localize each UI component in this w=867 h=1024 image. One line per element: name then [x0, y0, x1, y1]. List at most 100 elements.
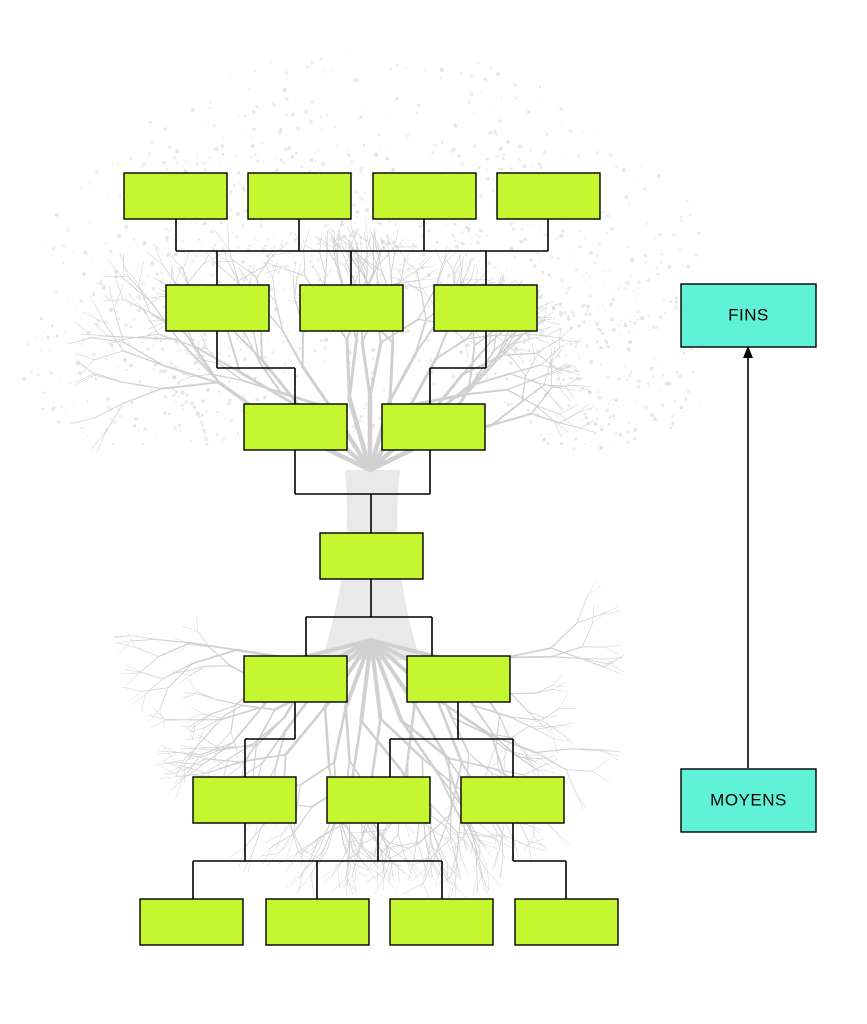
foliage-speck	[72, 401, 75, 404]
foliage-speck	[360, 166, 364, 170]
root-branch	[365, 864, 383, 877]
root-branch	[449, 802, 452, 840]
canopy-branch	[390, 251, 396, 275]
foliage-speck	[291, 311, 294, 314]
foliage-speck	[295, 360, 298, 363]
foliage-speck	[643, 188, 646, 191]
foliage-speck	[365, 208, 370, 212]
foliage-speck	[222, 158, 224, 160]
foliage-speck	[466, 169, 469, 172]
canopy-branch	[77, 360, 95, 376]
foliage-speck	[578, 377, 583, 381]
root-branch	[256, 708, 276, 743]
foliage-speck	[498, 147, 503, 151]
foliage-speck	[644, 280, 646, 282]
canopy-branch	[536, 352, 558, 370]
root-branch	[243, 853, 253, 873]
foliage-speck	[509, 245, 514, 251]
foliage-speck	[175, 342, 180, 347]
foliage-speck	[686, 199, 689, 203]
foliage-speck	[110, 252, 114, 256]
root-branch	[305, 844, 318, 854]
foliage-speck	[305, 65, 309, 69]
foliage-speck	[250, 136, 253, 140]
canopy-branch	[325, 235, 328, 253]
foliage-speck	[584, 416, 589, 420]
foliage-speck	[415, 111, 419, 115]
foliage-speck	[208, 156, 212, 160]
canopy-branch	[102, 299, 124, 302]
foliage-speck	[632, 437, 637, 441]
foliage-speck	[415, 245, 418, 248]
canopy-branch	[552, 398, 563, 411]
root-branch	[421, 757, 456, 787]
canopy-branch	[296, 267, 308, 278]
foliage-speck	[460, 161, 465, 166]
foliage-speck	[617, 377, 621, 381]
foliage-speck	[247, 248, 250, 251]
foliage-speck	[608, 153, 613, 158]
root-branch	[504, 647, 552, 659]
foliage-speck	[535, 347, 538, 350]
foliage-speck	[266, 237, 270, 241]
foliage-speck	[102, 283, 107, 288]
foliage-speck	[634, 293, 637, 296]
foliage-speck	[105, 317, 107, 319]
foliage-speck	[279, 401, 281, 403]
root-branch	[188, 643, 210, 648]
canopy-branch	[422, 281, 443, 289]
foliage-speck	[97, 319, 100, 322]
foliage-speck	[73, 250, 76, 253]
foliage-speck	[221, 153, 225, 156]
root-branch	[484, 732, 507, 751]
foliage-speck	[354, 222, 357, 225]
foliage-speck	[441, 141, 444, 144]
root-branch	[432, 847, 444, 859]
foliage-speck	[519, 239, 524, 244]
root-branch	[450, 876, 460, 892]
foliage-speck	[173, 426, 178, 431]
foliage-speck	[584, 312, 588, 317]
foliage-speck	[644, 261, 648, 264]
foliage-speck	[340, 224, 342, 227]
canopy-branch	[352, 247, 360, 260]
foliage-speck	[79, 427, 82, 430]
root-branch	[142, 687, 169, 692]
foliage-speck	[451, 169, 454, 171]
foliage-speck	[660, 403, 665, 408]
tree-with-roots-icon	[22, 53, 701, 906]
root-branch	[121, 672, 140, 674]
foliage-speck	[128, 293, 131, 295]
root-branch	[369, 638, 383, 721]
foliage-speck	[138, 380, 142, 384]
foliage-speck	[193, 360, 198, 365]
foliage-speck	[432, 382, 436, 386]
root-branch	[160, 776, 180, 779]
canopy-branch	[394, 238, 404, 253]
root-branch	[581, 623, 593, 648]
foliage-speck	[581, 418, 584, 421]
root-branch	[435, 697, 493, 737]
canopy-branch	[123, 255, 125, 280]
foliage-speck	[391, 166, 393, 168]
foliage-speck	[283, 361, 287, 366]
root-branch	[455, 853, 458, 879]
foliage-speck	[302, 240, 306, 243]
foliage-speck	[461, 241, 465, 246]
root-branch	[159, 687, 169, 710]
foliage-speck	[417, 88, 419, 91]
canopy-branch	[367, 241, 378, 267]
foliage-speck	[205, 410, 209, 413]
canopy-branch	[394, 229, 399, 248]
root-branch	[474, 849, 482, 876]
foliage-speck	[520, 409, 523, 412]
canopy-branch	[347, 339, 358, 400]
root-branch	[528, 716, 540, 727]
canopy-branch	[535, 405, 561, 415]
canopy-branch	[366, 233, 372, 251]
canopy-branch	[122, 350, 165, 367]
foliage-speck	[255, 159, 260, 163]
foliage-speck	[522, 237, 528, 242]
foliage-speck	[291, 112, 295, 117]
foliage-speck	[308, 266, 311, 269]
